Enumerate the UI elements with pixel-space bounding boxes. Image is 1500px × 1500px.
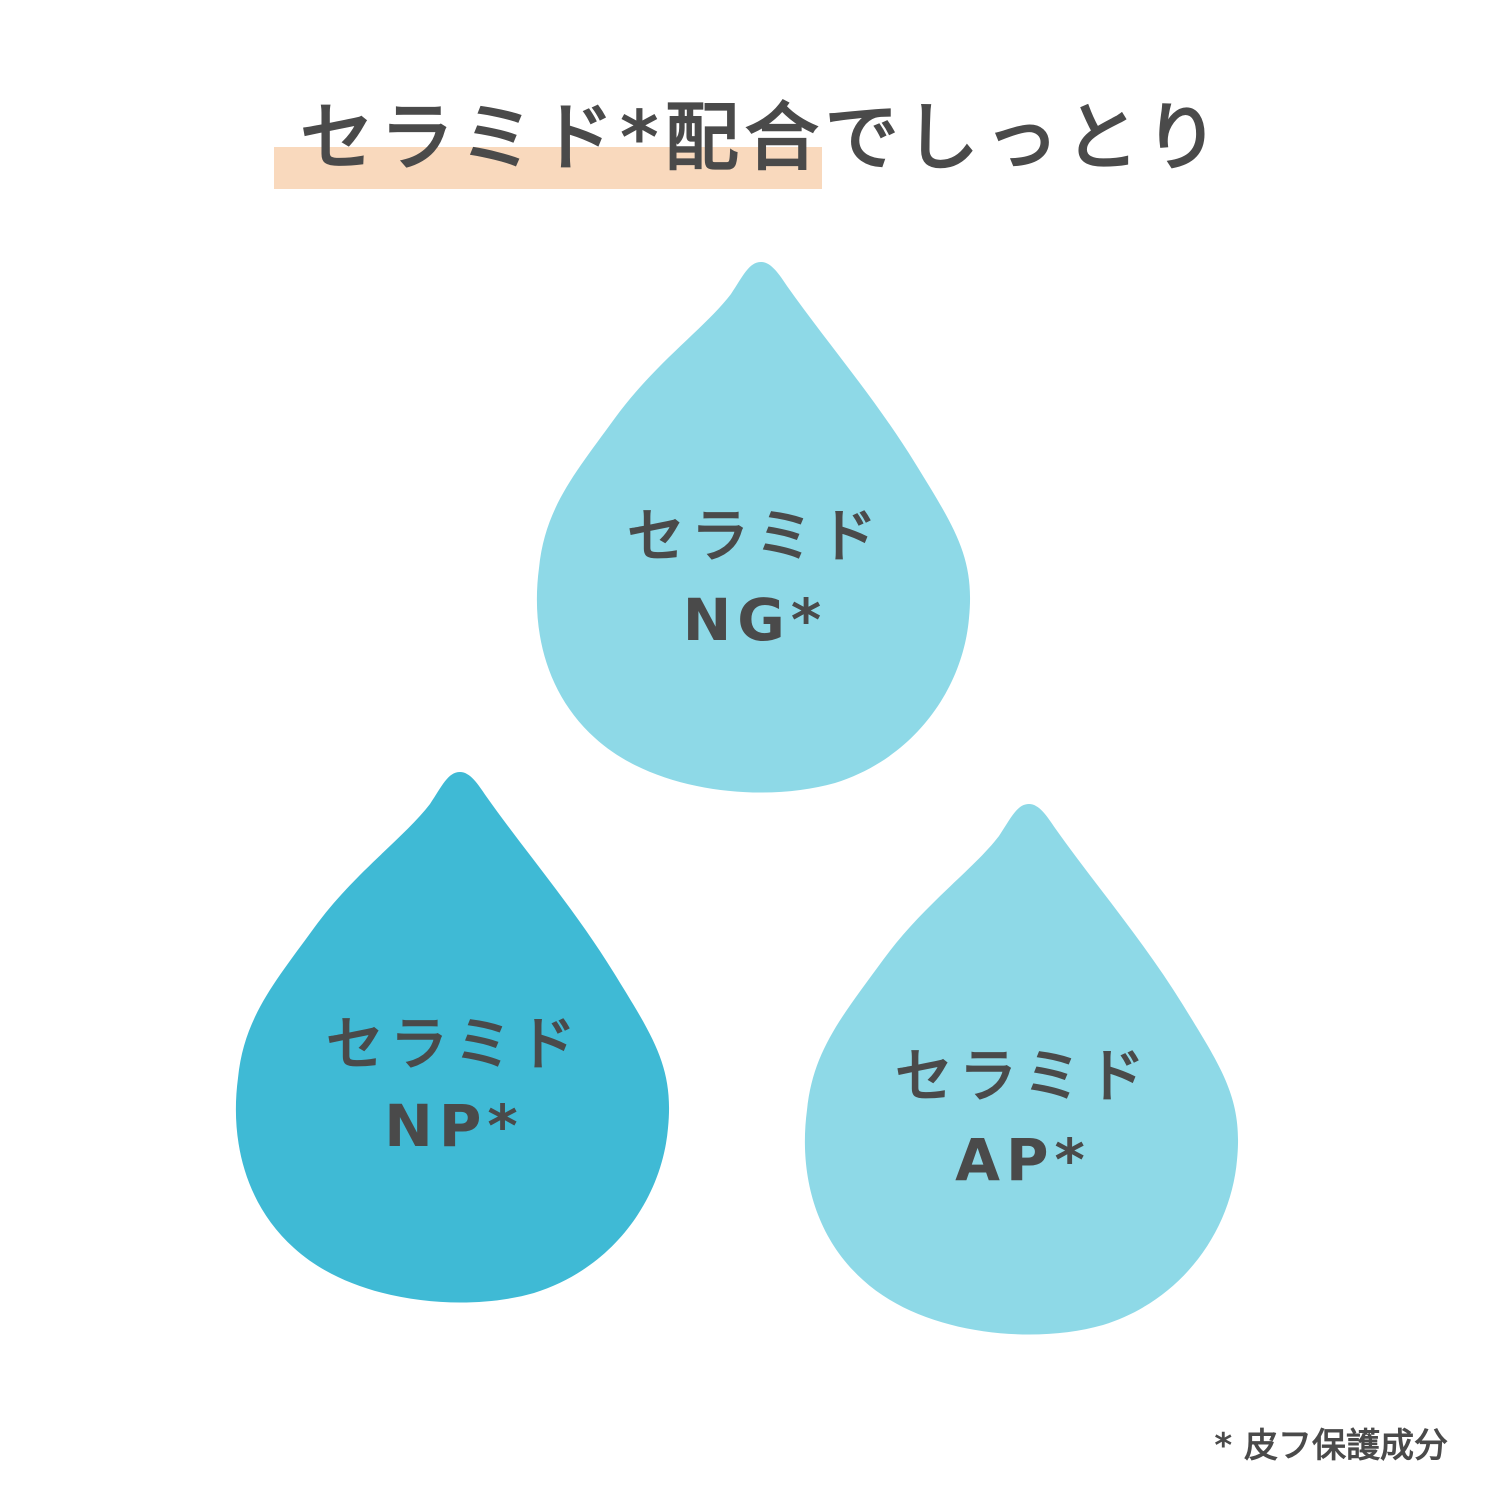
drop-ng-name: セラミド — [626, 502, 883, 570]
headline-highlight — [274, 147, 822, 189]
drop-ap-name: セラミド — [894, 1042, 1151, 1110]
drop-shape — [536, 262, 971, 793]
drop-ceramide-ng: セラミド NG* — [535, 258, 975, 793]
headline-section: セラミド*配合でしっとり — [0, 0, 1500, 230]
water-drop-icon — [235, 772, 670, 1303]
drop-ceramide-np: セラミド NP* — [234, 768, 674, 1303]
drop-ap-code: AP* — [955, 1126, 1091, 1194]
drop-np-name: セラミド — [325, 1010, 582, 1078]
headline-text: セラミド*配合でしっとり — [300, 95, 1225, 181]
footnote: * 皮フ保護成分 — [1214, 1426, 1448, 1466]
drop-shape — [804, 804, 1239, 1335]
drop-np-code: NP* — [384, 1092, 524, 1160]
drop-shape — [235, 772, 670, 1303]
drop-ng-code: NG* — [682, 586, 828, 654]
drop-ceramide-ap: セラミド AP* — [803, 800, 1243, 1335]
water-drop-icon — [536, 262, 971, 793]
water-drop-icon — [804, 804, 1239, 1335]
